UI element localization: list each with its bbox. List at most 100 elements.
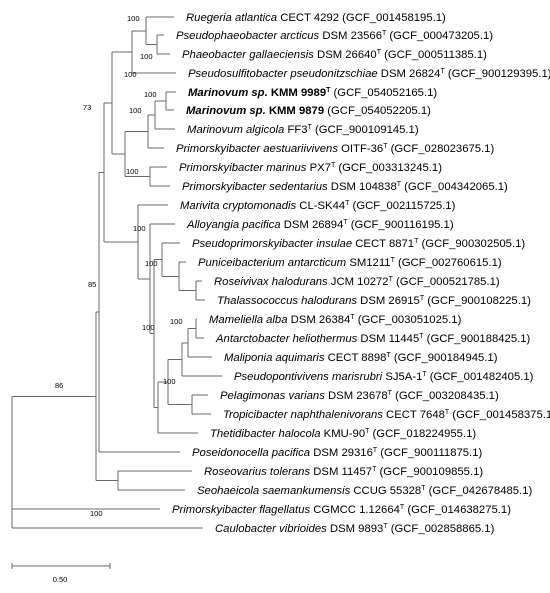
type-strain-mark: T — [350, 314, 355, 321]
taxon-genus: Pelagimonas varians — [220, 390, 325, 402]
bootstrap-value: 100 — [144, 90, 157, 99]
taxon-accession: (GCF_900129395.1) — [445, 68, 550, 80]
taxon-strain: DSM 11457 — [310, 466, 372, 478]
taxon-accession: (GCF_018224955.1) — [369, 428, 476, 440]
type-strain-mark: T — [445, 409, 450, 416]
taxon-accession: (GCF_900111875.1) — [377, 447, 482, 459]
type-strain-mark: T — [377, 49, 382, 56]
taxon-genus: Primorskyibacter marinus — [179, 162, 307, 174]
taxon-accession: (GCF_002760615.1) — [395, 257, 502, 269]
taxon-label: Roseovarius tolerans DSM 11457T (GCF_900… — [204, 466, 483, 478]
taxon-accession: (GCF_001458195.1) — [339, 12, 446, 24]
type-strain-mark: T — [373, 447, 378, 454]
taxon-accession: (GCF_054052165.1) — [330, 87, 437, 99]
taxon-strain: KMM 9989 — [268, 87, 326, 99]
bootstrap-value: 100 — [140, 52, 153, 61]
type-strain-mark: T — [400, 504, 405, 511]
taxon-genus: Roseivivax halodurans — [214, 276, 328, 288]
bootstrap-value: 100 — [145, 259, 158, 268]
taxon-genus: Pseudosulfitobacter pseudonitzschiae — [188, 68, 378, 80]
taxon-label: Marinovum algicola FF3T (GCF_900109145.1… — [187, 124, 419, 136]
type-strain-mark: T — [308, 124, 313, 131]
taxon-strain: CL-SK44 — [296, 200, 345, 212]
taxon-strain: DSM 9893 — [327, 523, 384, 535]
type-strain-mark: T — [388, 390, 393, 397]
taxon-label: Alloyangia pacifica DSM 26894T (GCF_9001… — [186, 219, 454, 231]
taxon-strain: DSM 11445 — [357, 333, 419, 345]
taxon-accession: (GCF_000521785.1) — [393, 276, 500, 288]
type-strain-mark: T — [389, 276, 394, 283]
taxon-label: Marivita cryptomonadis CL-SK44T (GCF_002… — [180, 200, 456, 212]
taxon-strain: KMU-90 — [321, 428, 366, 440]
taxon-label: Marinovum sp. KMM 9989T (GCF_054052165.1… — [188, 87, 437, 99]
taxon-label: Pseudosulfitobacter pseudonitzschiae DSM… — [188, 68, 550, 80]
type-strain-mark: T — [383, 523, 388, 530]
taxon-accession: (GCF_002858865.1) — [388, 523, 495, 535]
taxon-strain: DSM 26894 — [281, 219, 344, 231]
taxon-strain: DSM 23678 — [325, 390, 388, 402]
type-strain-mark: T — [422, 371, 427, 378]
taxon-accession: (GCF_028023675.1) — [387, 143, 494, 155]
taxon-accession: (GCF_054052205.1) — [324, 105, 431, 117]
taxon-label: Mameliella alba DSM 26384T (GCF_00305102… — [209, 314, 462, 326]
type-strain-mark: T — [420, 295, 425, 302]
taxon-label: Primorskyibacter aestuariivivens OITF-36… — [176, 143, 494, 155]
taxon-strain: CCUG 55328 — [350, 485, 421, 497]
taxon-accession: (GCF_900116195.1) — [348, 219, 454, 231]
taxon-labels: Ruegeria atlantica CECT 4292 (GCF_001458… — [172, 12, 550, 535]
taxon-genus: Marinovum sp. — [186, 105, 266, 117]
taxon-genus: Puniceibacterium antarcticum — [198, 257, 346, 269]
bootstrap-value: 100 — [142, 323, 155, 332]
taxon-genus: Poseidonocella pacifica — [192, 447, 310, 459]
taxon-genus: Seohaeicola saemankumensis — [197, 485, 351, 497]
bootstrap-value: 100 — [90, 509, 103, 518]
taxon-genus: Maliponia aquimaris — [224, 352, 325, 364]
type-strain-mark: T — [382, 30, 387, 37]
type-strain-mark: T — [421, 485, 426, 492]
taxon-label: Puniceibacterium antarcticum SM1211T (GC… — [198, 257, 502, 269]
taxon-strain: DSM 23566 — [319, 30, 382, 42]
taxon-label: Pseudophaeobacter arcticus DSM 23566T (G… — [176, 30, 493, 42]
taxon-accession: (GCF_001458375.1) — [449, 409, 550, 421]
taxon-genus: Phaeobacter gallaeciensis — [182, 49, 314, 61]
bootstrap-value: 100 — [133, 224, 146, 233]
taxon-label: Primorskyibacter flagellatus CGMCC 1.126… — [172, 504, 511, 516]
bootstrap-value: 73 — [83, 103, 91, 112]
taxon-genus: Pseudophaeobacter arcticus — [176, 30, 320, 42]
taxon-label: Phaeobacter gallaeciensis DSM 26640T (GC… — [182, 49, 487, 61]
taxon-label: Seohaeicola saemankumensis CCUG 55328T (… — [197, 485, 532, 497]
taxon-genus: Marinovum algicola — [187, 124, 284, 136]
taxon-accession: (GCF_900109145.1) — [312, 124, 419, 136]
taxon-genus: Ruegeria atlantica — [186, 12, 277, 24]
taxon-genus: Marinovum sp. — [188, 87, 268, 99]
tree-branches — [11, 16, 222, 529]
taxon-genus: Alloyangia pacifica — [186, 219, 281, 231]
taxon-genus: Thetidibacter halocola — [210, 428, 321, 440]
taxon-strain: FF3 — [284, 124, 307, 136]
type-strain-mark: T — [419, 333, 424, 340]
taxon-genus: Primorskyibacter flagellatus — [172, 504, 310, 516]
taxon-strain: CECT 4292 — [277, 12, 339, 24]
taxon-strain: DSM 29316 — [310, 447, 373, 459]
taxon-label: Roseivivax halodurans JCM 10272T (GCF_00… — [214, 276, 500, 288]
taxon-label: Caulobacter vibrioides DSM 9893T (GCF_00… — [215, 523, 495, 535]
type-strain-mark: T — [397, 181, 402, 188]
taxon-genus: Mameliella alba — [209, 314, 288, 326]
taxon-strain: KMM 9879 — [266, 105, 324, 117]
taxon-accession: (GCF_014638275.1) — [404, 504, 511, 516]
taxon-label: Tropicibacter naphthalenivorans CECT 764… — [223, 409, 550, 421]
taxon-strain: CECT 8898 — [324, 352, 386, 364]
taxon-accession: (GCF_900302505.1) — [418, 238, 525, 250]
bootstrap-value: 85 — [88, 280, 96, 289]
type-strain-mark: T — [372, 466, 377, 473]
taxon-strain: SM1211 — [346, 257, 390, 269]
taxon-accession: (GCF_003313245.1) — [335, 162, 442, 174]
taxon-label: Marinovum sp. KMM 9879 (GCF_054052205.1) — [186, 105, 431, 117]
taxon-strain: DSM 104838 — [328, 181, 397, 193]
taxon-accession: (GCF_004342065.1) — [401, 181, 508, 193]
bootstrap-value: 100 — [129, 106, 142, 115]
taxon-accession: (GCF_003208435.1) — [392, 390, 499, 402]
taxon-genus: Pseudoprimorskyibacter insulae — [192, 238, 352, 250]
taxon-strain: PX7 — [306, 162, 331, 174]
